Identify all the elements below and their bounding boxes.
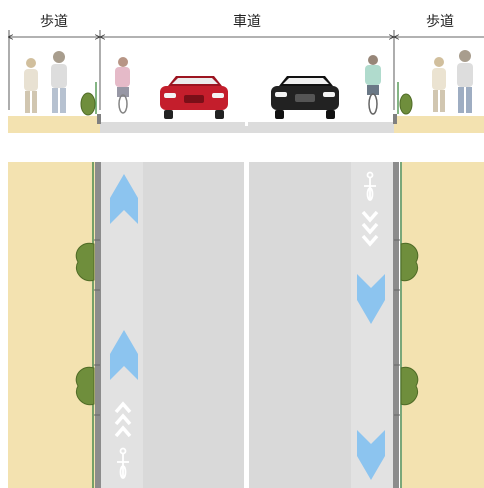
plan-view (8, 162, 484, 488)
cross-section (8, 50, 484, 133)
bush-icon (399, 93, 413, 115)
bicycle-symbol-icon (364, 171, 376, 201)
roadway-section (100, 122, 394, 133)
red-car-icon (160, 76, 228, 119)
sidewalk-left-section (8, 116, 100, 133)
vehicle-arrow-icon (357, 274, 385, 324)
pedestrian-icon (51, 51, 67, 113)
bush-icon (400, 242, 419, 282)
bush-icon (400, 366, 419, 406)
sidewalk-right-plan (402, 162, 484, 488)
curb-left (97, 114, 101, 124)
cyclist-icon (365, 55, 381, 115)
sidewalk-right-label: 歩道 (426, 14, 454, 30)
pedestrian-icon (432, 57, 446, 112)
bicycle-symbol-icon (117, 447, 129, 479)
bush-icon (80, 92, 96, 116)
bicycle-chevron-icon (361, 210, 379, 247)
sidewalk-right-section (394, 116, 484, 133)
black-car-icon (271, 76, 339, 119)
pedestrian-icon (24, 58, 38, 113)
curb-left-plan (95, 162, 101, 488)
bush-icon (75, 242, 95, 282)
vehicle-arrow-icon (110, 330, 138, 380)
sidewalk-left-label: 歩道 (40, 14, 68, 30)
cyclist-icon (115, 57, 130, 114)
bicycle-chevron-icon (114, 401, 132, 438)
sidewalk-left-plan (8, 162, 96, 488)
curb-right-plan (393, 162, 399, 488)
pedestrian-icon (457, 50, 473, 113)
bush-icon (75, 366, 95, 406)
curb-right (393, 114, 397, 124)
center-line (244, 162, 249, 488)
center-line-section (245, 121, 248, 126)
vehicle-arrow-icon (357, 430, 385, 480)
vehicle-arrow-icon (110, 174, 138, 224)
dimension-header: 歩道 車道 歩道 (9, 13, 484, 110)
roadway-label: 車道 (233, 13, 261, 30)
